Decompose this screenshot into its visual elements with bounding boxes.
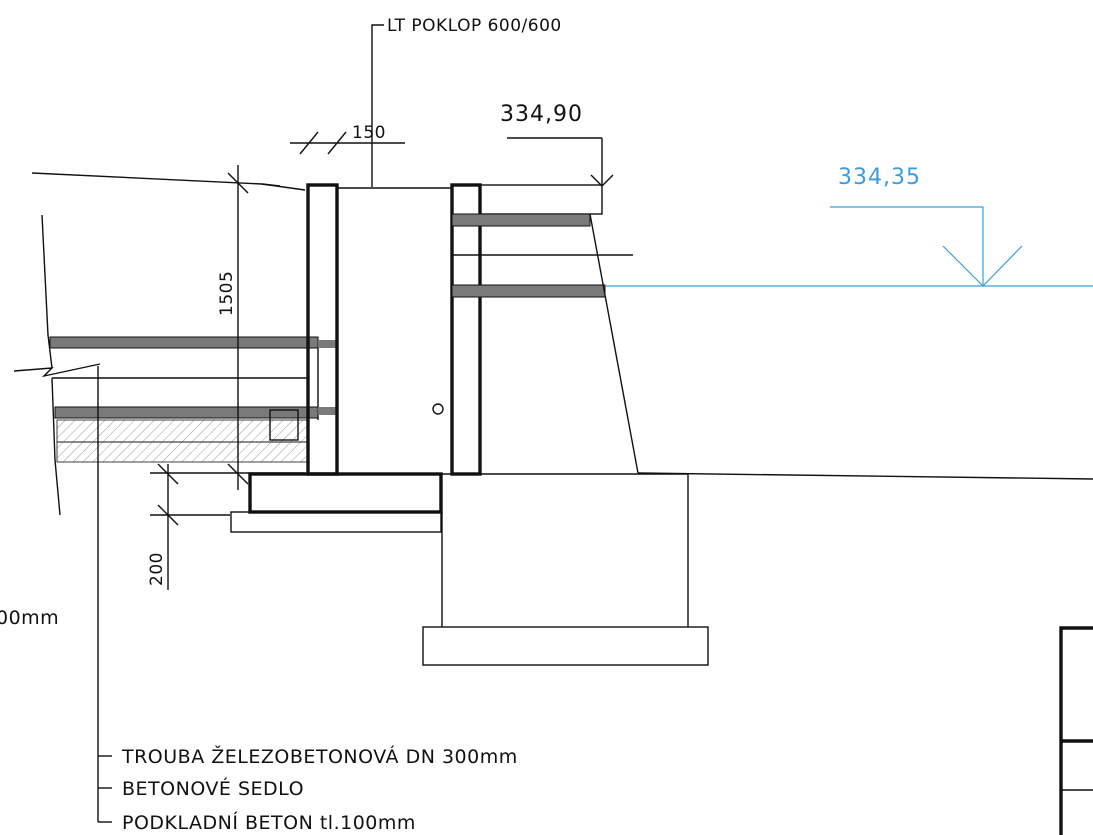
dim-200-label: 200 xyxy=(147,552,167,586)
elev-water-label: 334,35 xyxy=(838,165,921,190)
title-block-fragment xyxy=(1059,626,1093,835)
ground-left xyxy=(13,172,306,516)
dimension-150: 150 xyxy=(290,123,405,155)
step-ring xyxy=(432,403,444,415)
note-base: PODKLADNÍ BETON tl.100mm xyxy=(122,811,416,834)
shaft-footing xyxy=(248,472,443,514)
dimension-200: 200 xyxy=(147,463,305,590)
elevation-top: 334,90 xyxy=(500,102,614,187)
note-saddle: BETONOVÉ SEDLO xyxy=(122,777,304,800)
note-cut-off: 00mm xyxy=(0,607,59,629)
layer-leader: TROUBA ŽELEZOBETONOVÁ DN 300mm BETONOVÉ … xyxy=(97,366,518,834)
foundation-slab xyxy=(422,626,709,666)
manhole-shaft xyxy=(230,183,709,666)
cover-slab xyxy=(479,184,603,215)
water-level: 334,35 xyxy=(605,165,1093,287)
ground-right xyxy=(637,472,1093,480)
base-concrete xyxy=(56,441,308,463)
pipe-assembly xyxy=(49,336,338,463)
note-pipe: TROUBA ŽELEZOBETONOVÁ DN 300mm xyxy=(121,745,518,768)
dimension-1505: 1505 xyxy=(217,165,249,490)
cover-label: LT POKLOP 600/600 xyxy=(387,16,562,36)
elev-top-label: 334,90 xyxy=(500,102,583,127)
dim-150-label: 150 xyxy=(352,123,386,143)
dim-1505-label: 1505 xyxy=(217,271,237,316)
cover-leader: LT POKLOP 600/600 xyxy=(371,16,562,187)
